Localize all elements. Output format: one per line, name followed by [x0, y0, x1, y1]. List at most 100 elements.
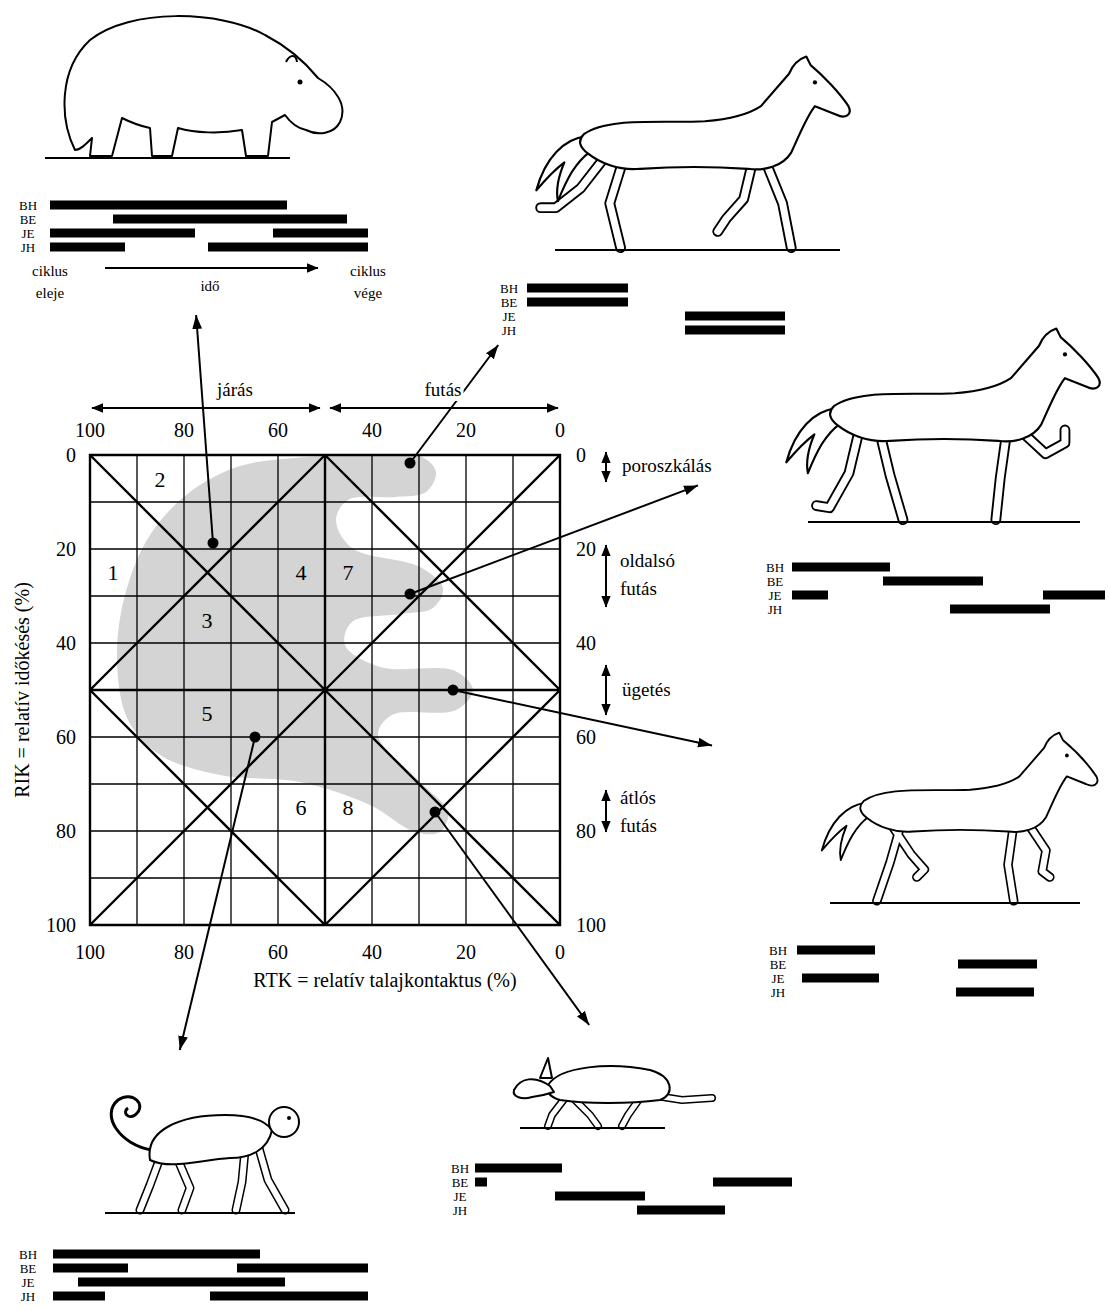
tick-label-holder: 20 — [454, 941, 478, 964]
region-number: 4 — [296, 560, 307, 585]
horse-figure — [786, 328, 1099, 519]
axis-title: RIK = relatív időkésés (%) — [11, 582, 34, 798]
footfall-bar — [53, 1264, 128, 1273]
footfall-bar — [527, 284, 628, 293]
grid-frame — [90, 455, 560, 925]
cycle-label-holder: ciklus vége — [342, 260, 394, 304]
tick-label: 0 — [553, 419, 567, 442]
horse-body — [830, 328, 1100, 441]
range-arrow — [605, 790, 607, 832]
limb-label-holder: BE — [20, 213, 37, 226]
data-point — [405, 589, 416, 600]
limb-label: BE — [20, 1262, 37, 1275]
limb-label-holder: JE — [769, 589, 782, 602]
footfall-panel: BHBEJEJH — [712, 640, 1108, 1008]
limb-label-holder: BE — [767, 575, 784, 588]
gait-heading-holder: futás — [423, 379, 464, 401]
limb-label: BE — [20, 213, 37, 226]
footfall-bar — [78, 1278, 285, 1287]
limb-label: BE — [501, 296, 518, 309]
ground-line — [520, 1127, 665, 1129]
gait-label: átlós futás — [618, 784, 694, 840]
ground-line — [105, 1212, 295, 1214]
ground-line — [45, 157, 290, 159]
limb-label-holder: BH — [769, 944, 787, 957]
limb-label-holder: JE — [22, 227, 35, 240]
region-number: 2 — [155, 467, 166, 492]
limb-label: BH — [766, 561, 784, 574]
horse-eye — [1063, 352, 1067, 356]
lamb-body — [548, 1066, 670, 1103]
horse-leg — [817, 428, 1065, 520]
tick-label: 40 — [574, 632, 598, 655]
tick-label: 40 — [360, 941, 384, 964]
limb-label: JE — [22, 1276, 35, 1289]
footfall-bar — [685, 312, 785, 321]
tick-label: 60 — [54, 726, 78, 749]
region-number-holder: 5 — [202, 701, 213, 726]
range-arrow — [605, 665, 607, 715]
region-number-holder: 6 — [296, 795, 307, 820]
tick-label-holder: 80 — [574, 820, 598, 843]
region-number: 5 — [202, 701, 213, 726]
limb-label: BE — [767, 575, 784, 588]
monkey-head — [269, 1107, 299, 1137]
gait-heading: járás — [215, 379, 255, 401]
tick-label-holder: 80 — [54, 820, 78, 843]
monkey-tail — [111, 1097, 152, 1150]
gait-label-holder: ügetés — [620, 679, 673, 701]
range-arrow — [605, 452, 607, 482]
tick-label: 80 — [574, 820, 598, 843]
tick-label-holder: 60 — [574, 726, 598, 749]
data-point — [405, 458, 416, 469]
footfall-panel: BHBEJEJH — [5, 1050, 385, 1307]
footfall-bar — [802, 974, 879, 983]
footfall-bar — [210, 1292, 368, 1301]
range-arrow — [92, 407, 320, 409]
region-number-holder: 1 — [108, 560, 119, 585]
region-number: 3 — [202, 608, 213, 633]
footfall-bar — [713, 1178, 792, 1187]
footfall-bar — [792, 591, 828, 600]
gait-label-holder: átlós futás — [618, 784, 694, 840]
axis-title-holder: RIK = relatív időkésés (%) — [11, 582, 34, 798]
limb-label: BE — [452, 1176, 469, 1189]
tick-label: 20 — [454, 941, 478, 964]
limb-label: JH — [768, 603, 782, 616]
limb-label-holder: BH — [766, 561, 784, 574]
tick-label: 20 — [454, 419, 478, 442]
tick-label: 0 — [64, 444, 78, 467]
hippo-figure — [45, 16, 342, 158]
pointer-arrow — [180, 737, 255, 1050]
tick-label-holder: 100 — [44, 914, 78, 937]
limb-label-holder: JH — [453, 1204, 467, 1217]
limb-label: JE — [769, 589, 782, 602]
data-point — [448, 685, 459, 696]
monkey-figure — [105, 1097, 299, 1213]
monkey-body — [150, 1115, 272, 1164]
gait-label-holder: poroszkálás — [620, 455, 714, 477]
footfall-bar — [208, 243, 368, 252]
footfall-bar — [950, 605, 1050, 614]
limb-label-holder: BE — [20, 1262, 37, 1275]
ground-line — [830, 902, 1080, 904]
tick-label-holder: 0 — [574, 444, 588, 467]
footfall-bar — [1043, 591, 1105, 600]
tick-label-holder: 0 — [64, 444, 78, 467]
region-number-holder: 7 — [343, 560, 354, 585]
tick-label-holder: 40 — [54, 632, 78, 655]
pointer-arrow — [435, 812, 589, 1025]
limb-label-holder: BE — [501, 296, 518, 309]
horse-body — [860, 733, 1097, 832]
limb-label-holder: JE — [772, 972, 785, 985]
limb-label-holder: BH — [500, 282, 518, 295]
limb-label-holder: JH — [502, 324, 516, 337]
limb-label-holder: BH — [19, 199, 37, 212]
tick-label-holder: 20 — [54, 538, 78, 561]
tick-label-holder: 80 — [172, 941, 196, 964]
limb-label-holder: JE — [22, 1276, 35, 1289]
tick-label-holder: 100 — [73, 419, 107, 442]
limb-label: BH — [19, 1248, 37, 1261]
horse-body — [580, 56, 850, 169]
